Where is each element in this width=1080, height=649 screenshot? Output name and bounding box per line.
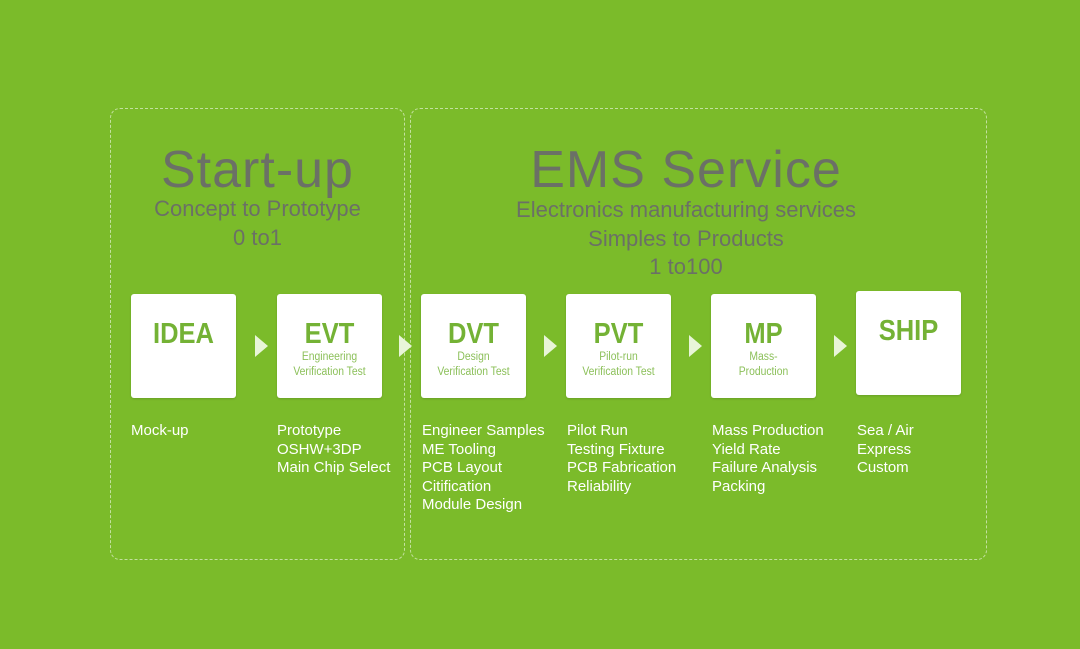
stage-box-dvt: DVT Design Verification Test xyxy=(421,294,526,398)
stage-item: Packing xyxy=(712,477,766,495)
ems-range: 1 to100 xyxy=(649,254,723,279)
stage-code: PVT xyxy=(593,318,644,350)
ems-subtitle2: Simples to Products xyxy=(588,226,784,251)
startup-group xyxy=(110,108,405,560)
stage-desc-line1: Engineering xyxy=(301,351,358,363)
stage-box-pvt: PVT Pilot-run Verification Test xyxy=(566,294,671,398)
arrow-right-icon xyxy=(399,335,412,357)
stage-box-ship: SHIP xyxy=(856,291,961,395)
stage-code: IDEA xyxy=(153,318,214,350)
stage-item: Engineer Samples xyxy=(422,422,545,439)
stage-item: Reliability xyxy=(567,477,632,495)
stage-item: Mass Production xyxy=(712,422,824,439)
stage-item: Express xyxy=(857,440,912,458)
stage-item: Prototype xyxy=(277,422,342,439)
stage-item: ME Tooling xyxy=(422,440,496,458)
arrow-right-icon xyxy=(255,335,268,357)
stage-item: Custom xyxy=(857,459,909,477)
stage-item: Sea / Air xyxy=(857,422,914,439)
ems-subtitle: Electronics manufacturing services xyxy=(516,197,856,222)
stage-desc-line2: Production xyxy=(738,366,789,378)
stage-item: Yield Rate xyxy=(712,440,781,458)
stage-desc-line2: Verification Test xyxy=(293,366,366,378)
stage-item: Failure Analysis xyxy=(712,459,818,477)
stage-desc-line2: Verification Test xyxy=(582,366,655,378)
stage-box-evt: EVT Engineering Verification Test xyxy=(277,294,382,398)
stage-item: Citification xyxy=(422,477,492,495)
stage-item: OSHW+3DP xyxy=(277,440,362,458)
stage-desc-line1: Mass- xyxy=(749,351,778,363)
stage-item: Module Design xyxy=(422,496,523,514)
ems-group xyxy=(410,108,987,560)
stage-item: PCB Fabrication xyxy=(567,459,677,477)
arrow-right-icon xyxy=(834,335,847,357)
stage-item: Testing Fixture xyxy=(567,440,665,458)
ems-title: EMS Service xyxy=(530,141,842,199)
startup-range: 0 to1 xyxy=(233,225,282,250)
stage-code: DVT xyxy=(447,318,500,350)
stage-box-idea: IDEA xyxy=(131,294,236,398)
stage-code: MP xyxy=(744,318,783,350)
stage-item: Pilot Run xyxy=(567,422,628,439)
stage-item: PCB Layout xyxy=(422,459,503,477)
stage-box-mp: MP Mass- Production xyxy=(711,294,816,398)
stage-items-idea: Mock-up xyxy=(131,422,189,441)
stage-code: EVT xyxy=(304,318,355,350)
stage-desc-line2: Verification Test xyxy=(437,366,510,378)
stage-desc-line1: Pilot-run xyxy=(599,351,638,363)
stage-item: Main Chip Select xyxy=(277,459,391,477)
startup-subtitle: Concept to Prototype xyxy=(154,196,361,221)
startup-title: Start-up xyxy=(161,141,354,199)
stage-code: SHIP xyxy=(878,315,939,347)
stage-item: Mock-up xyxy=(131,422,189,439)
stage-desc-line1: Design xyxy=(457,351,490,363)
arrow-right-icon xyxy=(689,335,702,357)
arrow-right-icon xyxy=(544,335,557,357)
